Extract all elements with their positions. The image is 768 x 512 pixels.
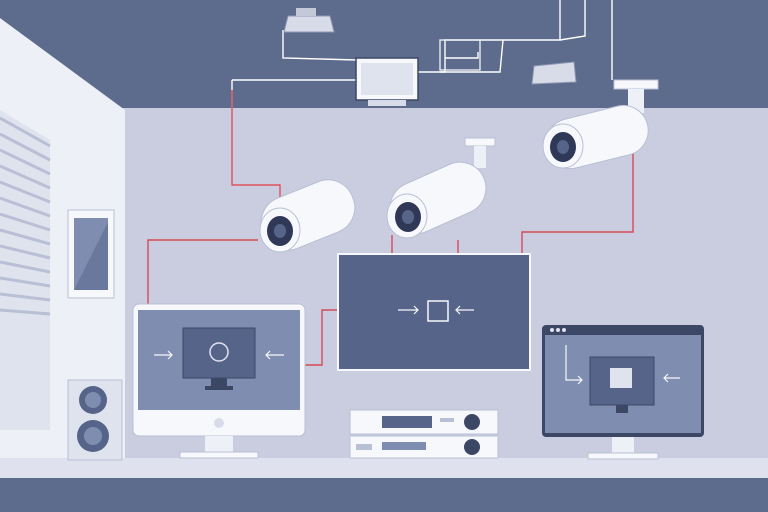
floor-line: [0, 458, 768, 480]
central-display: [337, 253, 531, 371]
router-icon-2: [531, 61, 577, 85]
security-camera-icon-3: [542, 79, 659, 170]
monitor-icon: [132, 303, 306, 459]
window-blinds-icon: [0, 110, 51, 430]
router-icon: [283, 8, 335, 33]
wall-panel: [67, 209, 115, 299]
monitor-icon-ceiling: [355, 57, 419, 106]
monitor-icon-right: [542, 325, 704, 460]
dvr-recorder-icon: [349, 409, 499, 459]
wall-box: [439, 39, 481, 71]
security-camera-icon-2: [386, 137, 496, 239]
speaker-icon: [67, 379, 123, 461]
security-camera-icon: [259, 179, 356, 253]
